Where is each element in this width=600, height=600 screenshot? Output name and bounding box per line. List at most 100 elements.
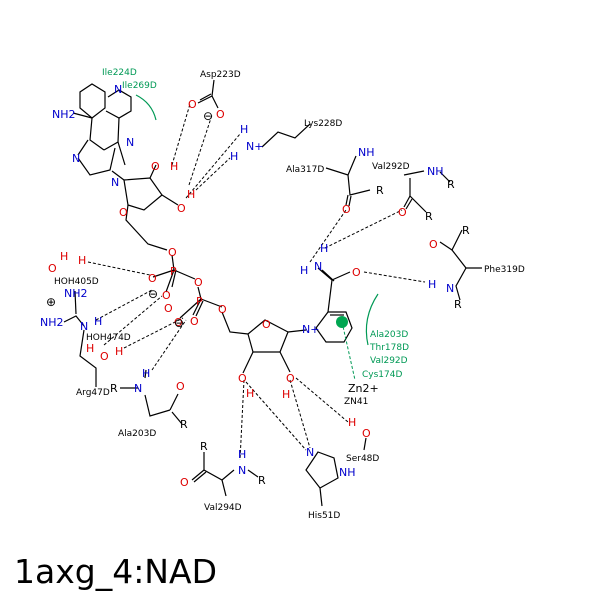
atom-ribose1-h2: H: [170, 160, 178, 173]
hydrophobic-arc-nicotinamide: [365, 293, 379, 346]
atom-ser-o: O: [362, 427, 371, 440]
atom-water2-h2: H: [115, 345, 123, 358]
atom-val294-r1: R: [200, 440, 208, 453]
atom-lys-h2: H: [230, 150, 238, 163]
atom-val292-r2: R: [425, 210, 433, 223]
hydrophobic-arcs: [135, 94, 379, 346]
atom-val294-r2: R: [258, 474, 266, 487]
residue-ser48: Ser48D: [346, 454, 379, 464]
atom-val294-o: O: [180, 476, 189, 489]
residue-zn41: ZN41: [344, 397, 368, 407]
atom-lys-n: N+: [246, 140, 263, 153]
atom-phe-r2: R: [454, 298, 462, 311]
atom-phe-r1: R: [462, 224, 470, 237]
ligand-bonds: [72, 83, 353, 374]
residue-phe319: Phe319D: [484, 265, 525, 275]
atom-pa-o-top: O: [168, 246, 177, 259]
residue-ala317: Ala317D: [286, 165, 324, 175]
atom-nh2-top: NH2: [52, 108, 76, 121]
atom-asp-o2: O: [216, 108, 225, 121]
atom-pn-o-right: O: [218, 303, 227, 316]
residue-arg47: Arg47D: [76, 388, 110, 398]
residue-hoh474: HOH474D: [86, 333, 131, 343]
atom-ribose2-h2: H: [246, 387, 254, 400]
atom-phe-n: N: [446, 282, 454, 295]
atom-val292-r1: R: [447, 178, 455, 191]
atom-ala317-r: R: [376, 184, 384, 197]
atom-nic-n: N+: [302, 323, 319, 336]
atom-amide-o: O: [352, 266, 361, 279]
hydrophobic-arc-adenine: [135, 94, 157, 121]
atom-ribose1-o: O: [119, 206, 128, 219]
atom-pa-o-left: O: [148, 272, 157, 285]
atom-amide-h2: H: [300, 264, 308, 277]
residue-val292-contact: Val292D: [370, 356, 408, 366]
atom-his-nh: NH: [339, 466, 356, 479]
atom-his-n1: N: [306, 446, 314, 459]
atom-phe-h: H: [428, 278, 436, 291]
atom-guan-plus: ⊕: [46, 295, 56, 309]
atom-amide-n: N: [314, 260, 322, 273]
atom-phe-o: O: [429, 238, 438, 251]
residue-ala203-contact: Ala203D: [370, 330, 408, 340]
atom-guan-h: H: [94, 315, 102, 328]
atom-ribose1-o2: O: [151, 160, 160, 173]
atom-pa-o-bridge: O: [194, 276, 203, 289]
atom-val294-h: H: [238, 448, 246, 461]
atom-pn-o-minus: O: [164, 302, 173, 315]
atom-ribose2-o: O: [262, 318, 271, 331]
atom-purine-n9: N: [111, 176, 119, 189]
atom-water2-o: O: [100, 350, 109, 363]
atom-pn-o-left: O: [174, 316, 183, 329]
diagram-caption: 1axg_4:NAD: [14, 552, 217, 591]
atom-pa-p: P: [170, 265, 177, 278]
residue-cys174-contact: Cys174D: [362, 370, 402, 380]
atom-ala203-h: H: [142, 367, 150, 380]
atom-asp-minus: ⊖: [203, 109, 213, 123]
atom-ala203-r1: R: [110, 382, 118, 395]
atom-zn: Zn2+: [348, 382, 379, 395]
residue-hoh405: HOH405D: [54, 277, 99, 287]
metal-contact-marker: [336, 316, 348, 328]
atom-amide-h1: H: [320, 242, 328, 255]
residue-ile224: Ile224D: [102, 68, 137, 78]
residue-lys228: Lys228D: [304, 119, 342, 129]
atom-pn-o-dbl: O: [190, 315, 199, 328]
atom-val292-o: O: [398, 206, 407, 219]
atom-pa-minus: ⊖: [148, 287, 158, 301]
atom-guan-n: N: [80, 320, 88, 333]
atom-water1-h1: H: [60, 250, 68, 263]
atom-ribose1-o3: O: [177, 202, 186, 215]
residue-ala203-bottom: Ala203D: [118, 429, 156, 439]
atom-purine-n1: N: [114, 83, 122, 96]
residue-val294: Val294D: [204, 503, 242, 513]
atom-ser-h: H: [348, 416, 356, 429]
residue-ile269: Ile269D: [122, 81, 157, 91]
atom-ala317-nh: NH: [358, 146, 375, 159]
atom-purine-n3: N: [126, 136, 134, 149]
atom-pa-o-minus: O: [162, 289, 171, 302]
residue-his51: His51D: [308, 511, 340, 521]
atom-water2-h1: H: [86, 342, 94, 355]
atom-ala203-o: O: [176, 380, 185, 393]
atom-guan-nh2-top: NH2: [64, 287, 88, 300]
atom-water1-h2: H: [78, 254, 86, 267]
residue-val292-top: Val292D: [372, 162, 410, 172]
atom-purine-n7: N: [72, 152, 80, 165]
atom-ala317-o: O: [342, 203, 351, 216]
atom-pn-p: P: [196, 295, 203, 308]
atom-ribose2-o3: O: [286, 372, 295, 385]
atom-val294-n: N: [238, 464, 246, 477]
atom-lys-h1: H: [240, 123, 248, 136]
atom-guan-nh2-left: NH2: [40, 316, 64, 329]
atom-val292-nh: NH: [427, 165, 444, 178]
atom-ribose2-h3: H: [282, 388, 290, 401]
atom-labels: NH2 N N N N O O H O H O O ⊖ H H N+ NH R …: [40, 83, 470, 489]
atom-ala203-n: N: [134, 382, 142, 395]
residue-thr178-contact: Thr178D: [369, 343, 409, 353]
atom-ribose1-h3: H: [187, 188, 195, 201]
residue-labels: Ile224D Ile269D Asp223D Lys228D Ala317D …: [54, 68, 525, 521]
atom-ala203-r2: R: [180, 418, 188, 431]
